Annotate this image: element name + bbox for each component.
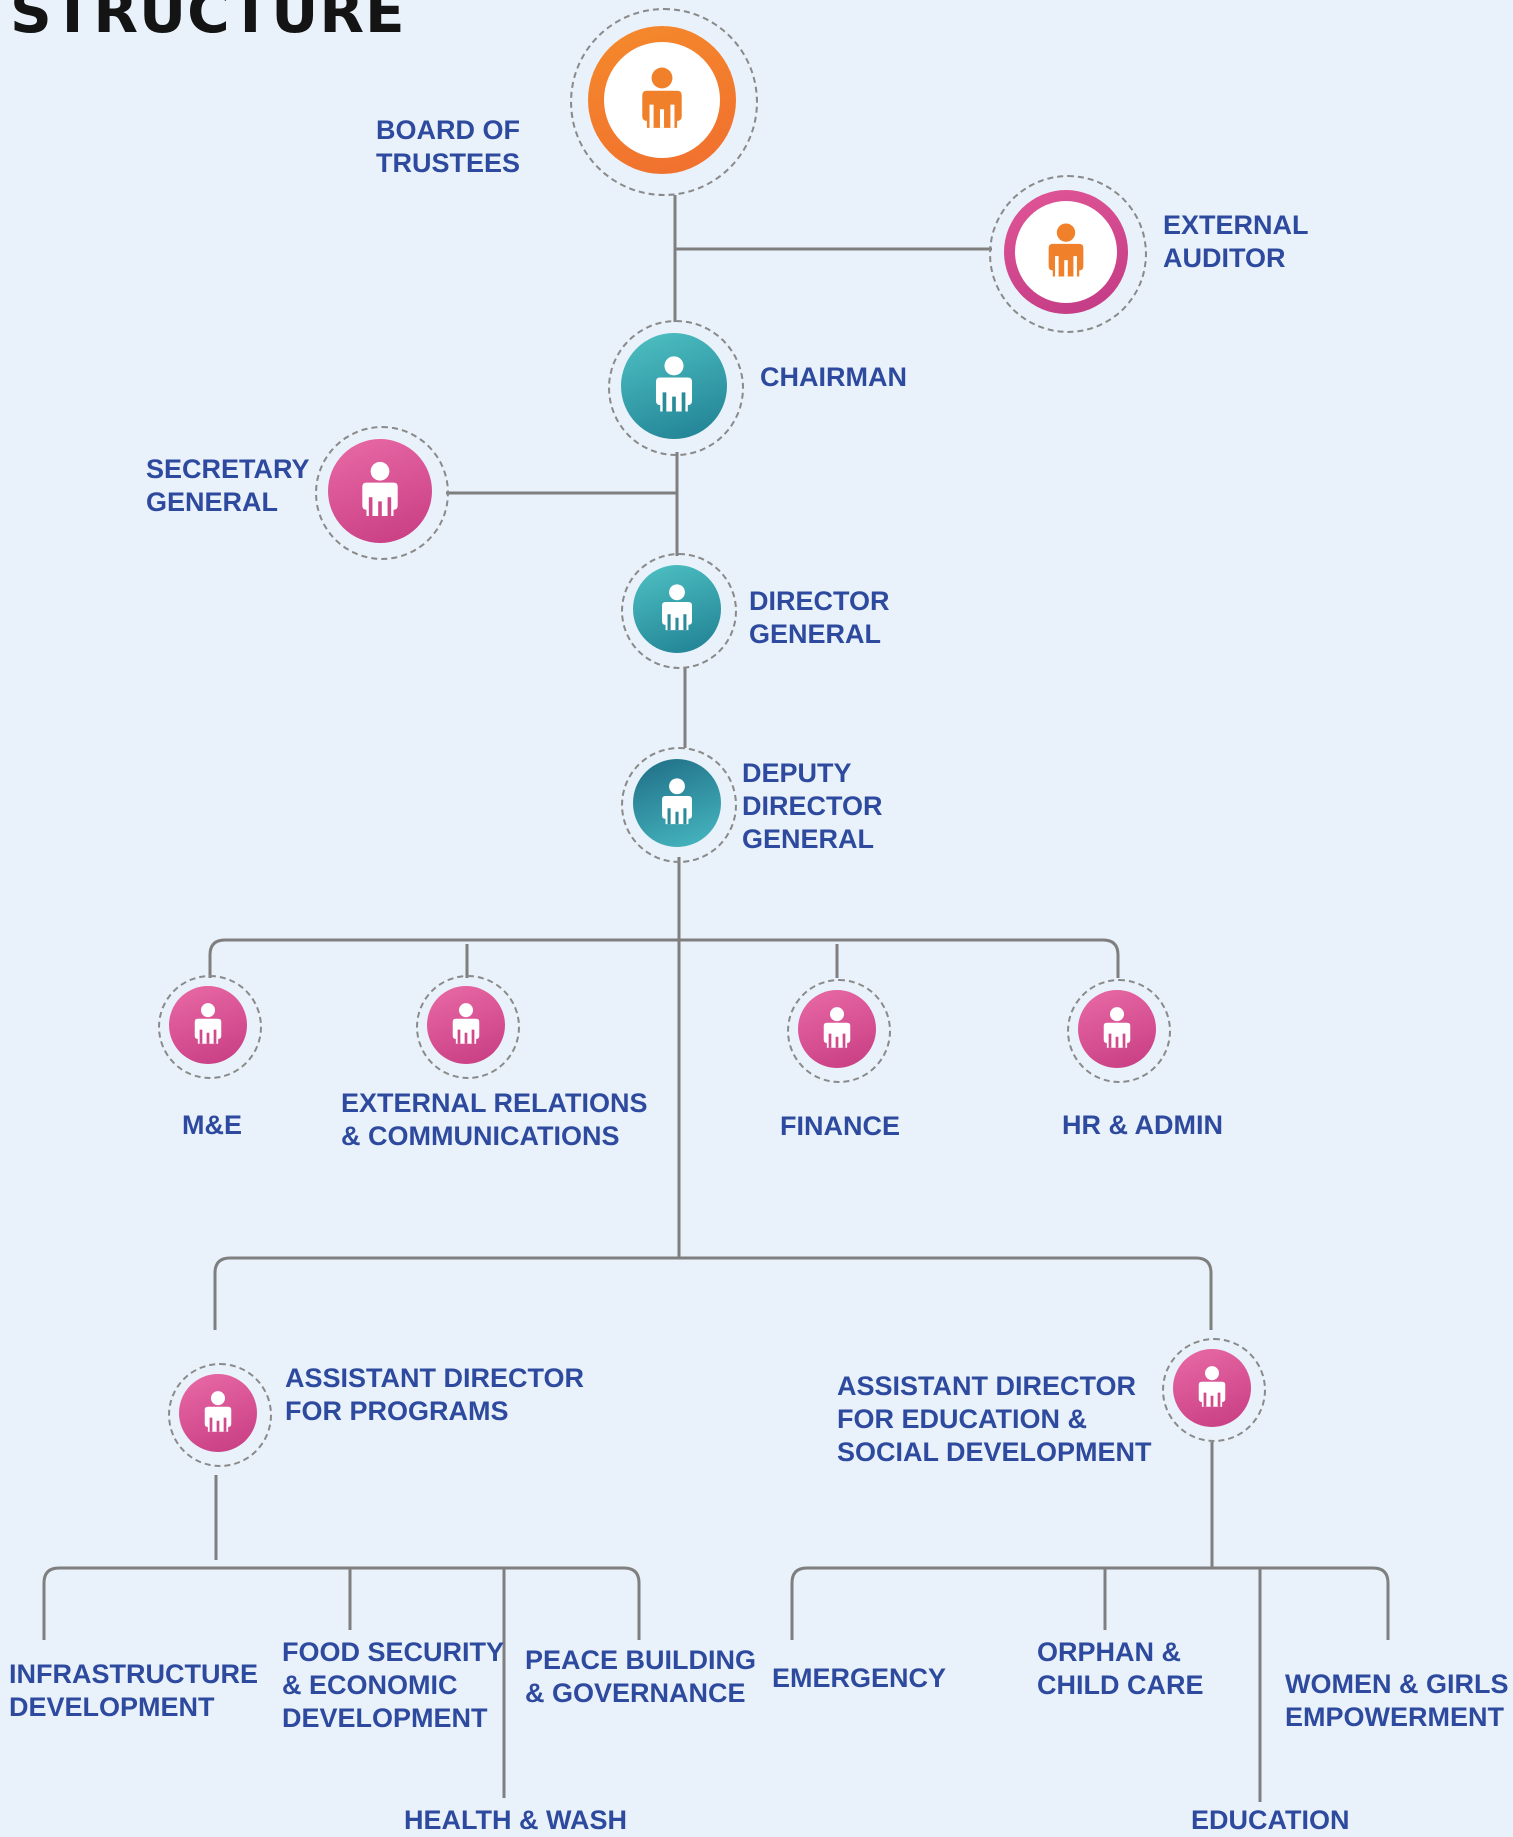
hr-admin-label: HR & ADMIN [1062,1110,1223,1140]
node-disc [1004,190,1128,314]
connector-programs-bar [42,1566,641,1640]
person-icon [662,778,692,825]
program-unit-label: HEALTH & WASH [404,1805,627,1835]
director-general-label: DIRECTOR GENERAL [749,586,890,649]
person-icon [1198,1366,1226,1407]
director-general-node [621,553,737,669]
education-unit-label: EMERGENCY [772,1663,947,1693]
deputy-director-general-label: DEPUTY DIRECTOR GENERAL [742,758,883,854]
person-icon [452,1003,480,1044]
node-disc [1078,990,1156,1068]
ad-programs-node [168,1363,272,1467]
node-disc [169,986,247,1064]
ad-education-label: ASSISTANT DIRECTOR FOR EDUCATION & SOCIA… [837,1371,1152,1467]
node-core [1015,201,1117,303]
external-auditor-node [989,175,1147,333]
ad-education-node [1162,1338,1266,1442]
finance-node [787,979,891,1083]
page-title: STRUCTURE [10,0,406,46]
node-disc [633,565,721,653]
node-disc [633,759,721,847]
person-icon [1103,1007,1131,1048]
node-core [604,42,720,158]
person-icon [362,461,398,516]
person-icon [642,67,682,128]
node-disc [621,333,727,439]
chairman-node [608,320,744,456]
external-relations-node [416,975,520,1079]
connector-education-bar [790,1566,1390,1640]
finance-label: FINANCE [780,1111,900,1141]
education-unit-label: EDUCATION [1191,1805,1350,1835]
board-of-trustees-node [570,8,758,196]
hr-admin-node [1067,979,1171,1083]
node-disc [427,986,505,1064]
education-unit-label: WOMEN & GIRLS EMPOWERMENT [1285,1669,1509,1732]
program-unit-label: FOOD SECURITY & ECONOMIC DEVELOPMENT [282,1637,505,1733]
program-unit-label: INFRASTRUCTURE DEVELOPMENT [9,1659,258,1722]
education-unit-label: ORPHAN & CHILD CARE [1037,1637,1204,1700]
secretary-general-node [315,426,449,560]
node-disc [179,1374,257,1452]
chairman-label: CHAIRMAN [760,362,907,392]
node-disc [798,990,876,1068]
person-icon [1048,223,1084,277]
deputy-director-general-node [621,747,737,863]
person-icon [655,356,693,412]
external-auditor-label: EXTERNAL AUDITOR [1163,210,1309,273]
m-and-e-node [158,975,262,1079]
person-icon [823,1007,851,1048]
person-icon [194,1003,222,1044]
person-icon [662,584,692,631]
connector-ad-bar [213,1256,1213,1330]
node-disc [588,26,736,174]
program-unit-label: PEACE BUILDING & GOVERNANCE [525,1645,757,1708]
node-disc [1173,1349,1251,1427]
person-icon [204,1391,232,1432]
secretary-general-label: SECRETARY GENERAL [146,454,310,517]
node-disc [328,439,432,543]
m-and-e-label: M&E [182,1110,242,1140]
ad-programs-label: ASSISTANT DIRECTOR FOR PROGRAMS [285,1363,585,1426]
external-relations-label: EXTERNAL RELATIONS & COMMUNICATIONS [341,1088,648,1151]
board-of-trustees-label: BOARD OF TRUSTEES [376,115,521,178]
connector-support-bar [208,938,1120,978]
